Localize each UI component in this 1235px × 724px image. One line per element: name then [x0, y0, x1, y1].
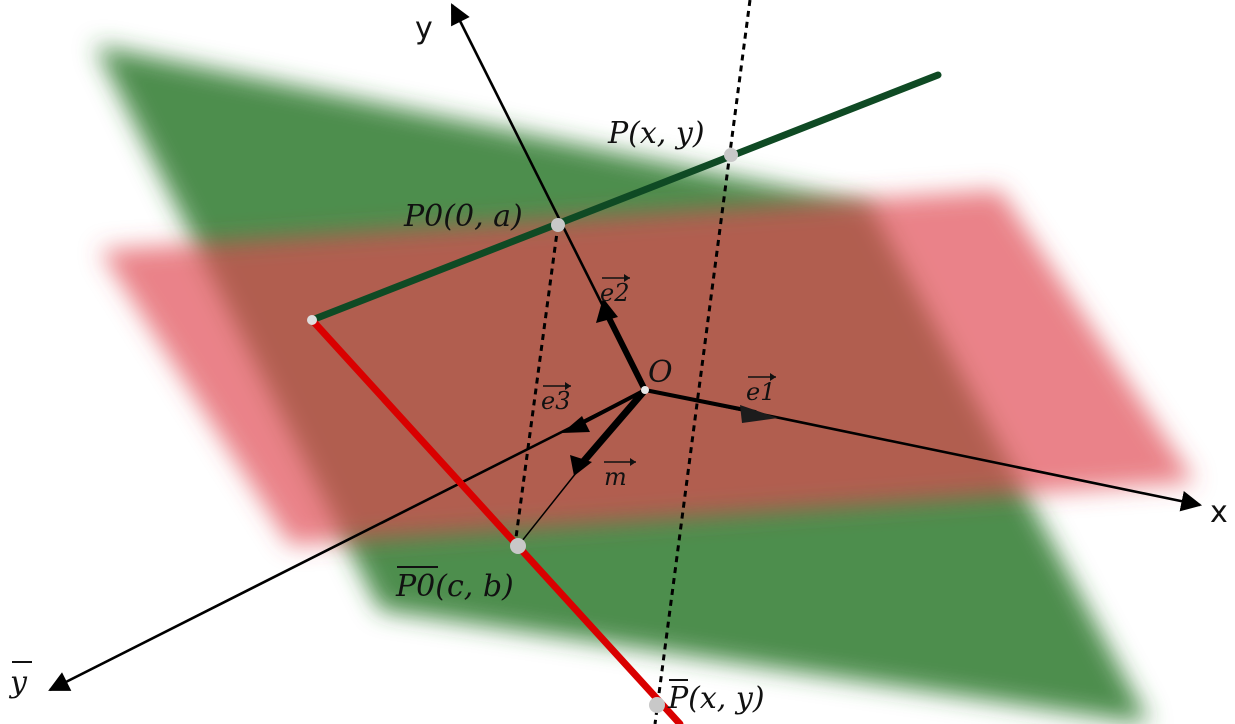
e2-vector	[602, 307, 648, 393]
label-Pbar-group: P(x, y)	[667, 679, 765, 716]
label-e3: e3	[541, 387, 570, 415]
ybar-axis-label: y	[8, 665, 28, 700]
e1-arrowhead	[740, 405, 778, 423]
projection-line-p0	[513, 224, 560, 546]
e1-vector	[643, 388, 757, 414]
red-line	[308, 316, 684, 724]
label-P: P(x, y)	[607, 116, 705, 151]
point-O	[641, 386, 649, 394]
label-e3-group: e3	[541, 382, 571, 415]
ybar-axis	[48, 388, 646, 692]
label-O: O	[648, 355, 673, 390]
label-e1-group: e1	[746, 373, 776, 406]
label-e2: e2	[600, 279, 629, 307]
projection-line-p	[653, 0, 752, 724]
green-line	[308, 71, 942, 324]
label-P0: P0(0, a)	[403, 199, 523, 234]
label-m-group: m	[604, 458, 636, 491]
ybar-axis-label-group: y	[8, 661, 32, 700]
e2-arrowhead	[596, 298, 618, 323]
point-Pbar0	[510, 538, 526, 554]
point-Pbar	[649, 697, 665, 713]
label-e2-group: e2	[600, 274, 630, 307]
e3-vector	[578, 388, 647, 426]
m-vector	[579, 386, 649, 466]
red-plane	[100, 190, 1195, 545]
label-Pbar: P(x, y)	[667, 681, 765, 716]
m-arrowhead	[570, 455, 592, 476]
point-P0	[551, 218, 565, 232]
point-corner	[307, 315, 317, 325]
label-e1: e1	[746, 378, 775, 406]
e3-arrowhead	[562, 416, 590, 433]
label-Pbar0: P0(c, b)	[395, 569, 514, 604]
label-Pbar0-group: P0(c, b)	[395, 566, 514, 604]
m-projection-line	[517, 467, 581, 547]
y-axis-label: y	[415, 11, 433, 46]
label-m: m	[604, 463, 627, 491]
x-axis-label: x	[1210, 495, 1228, 530]
point-P	[724, 148, 738, 162]
